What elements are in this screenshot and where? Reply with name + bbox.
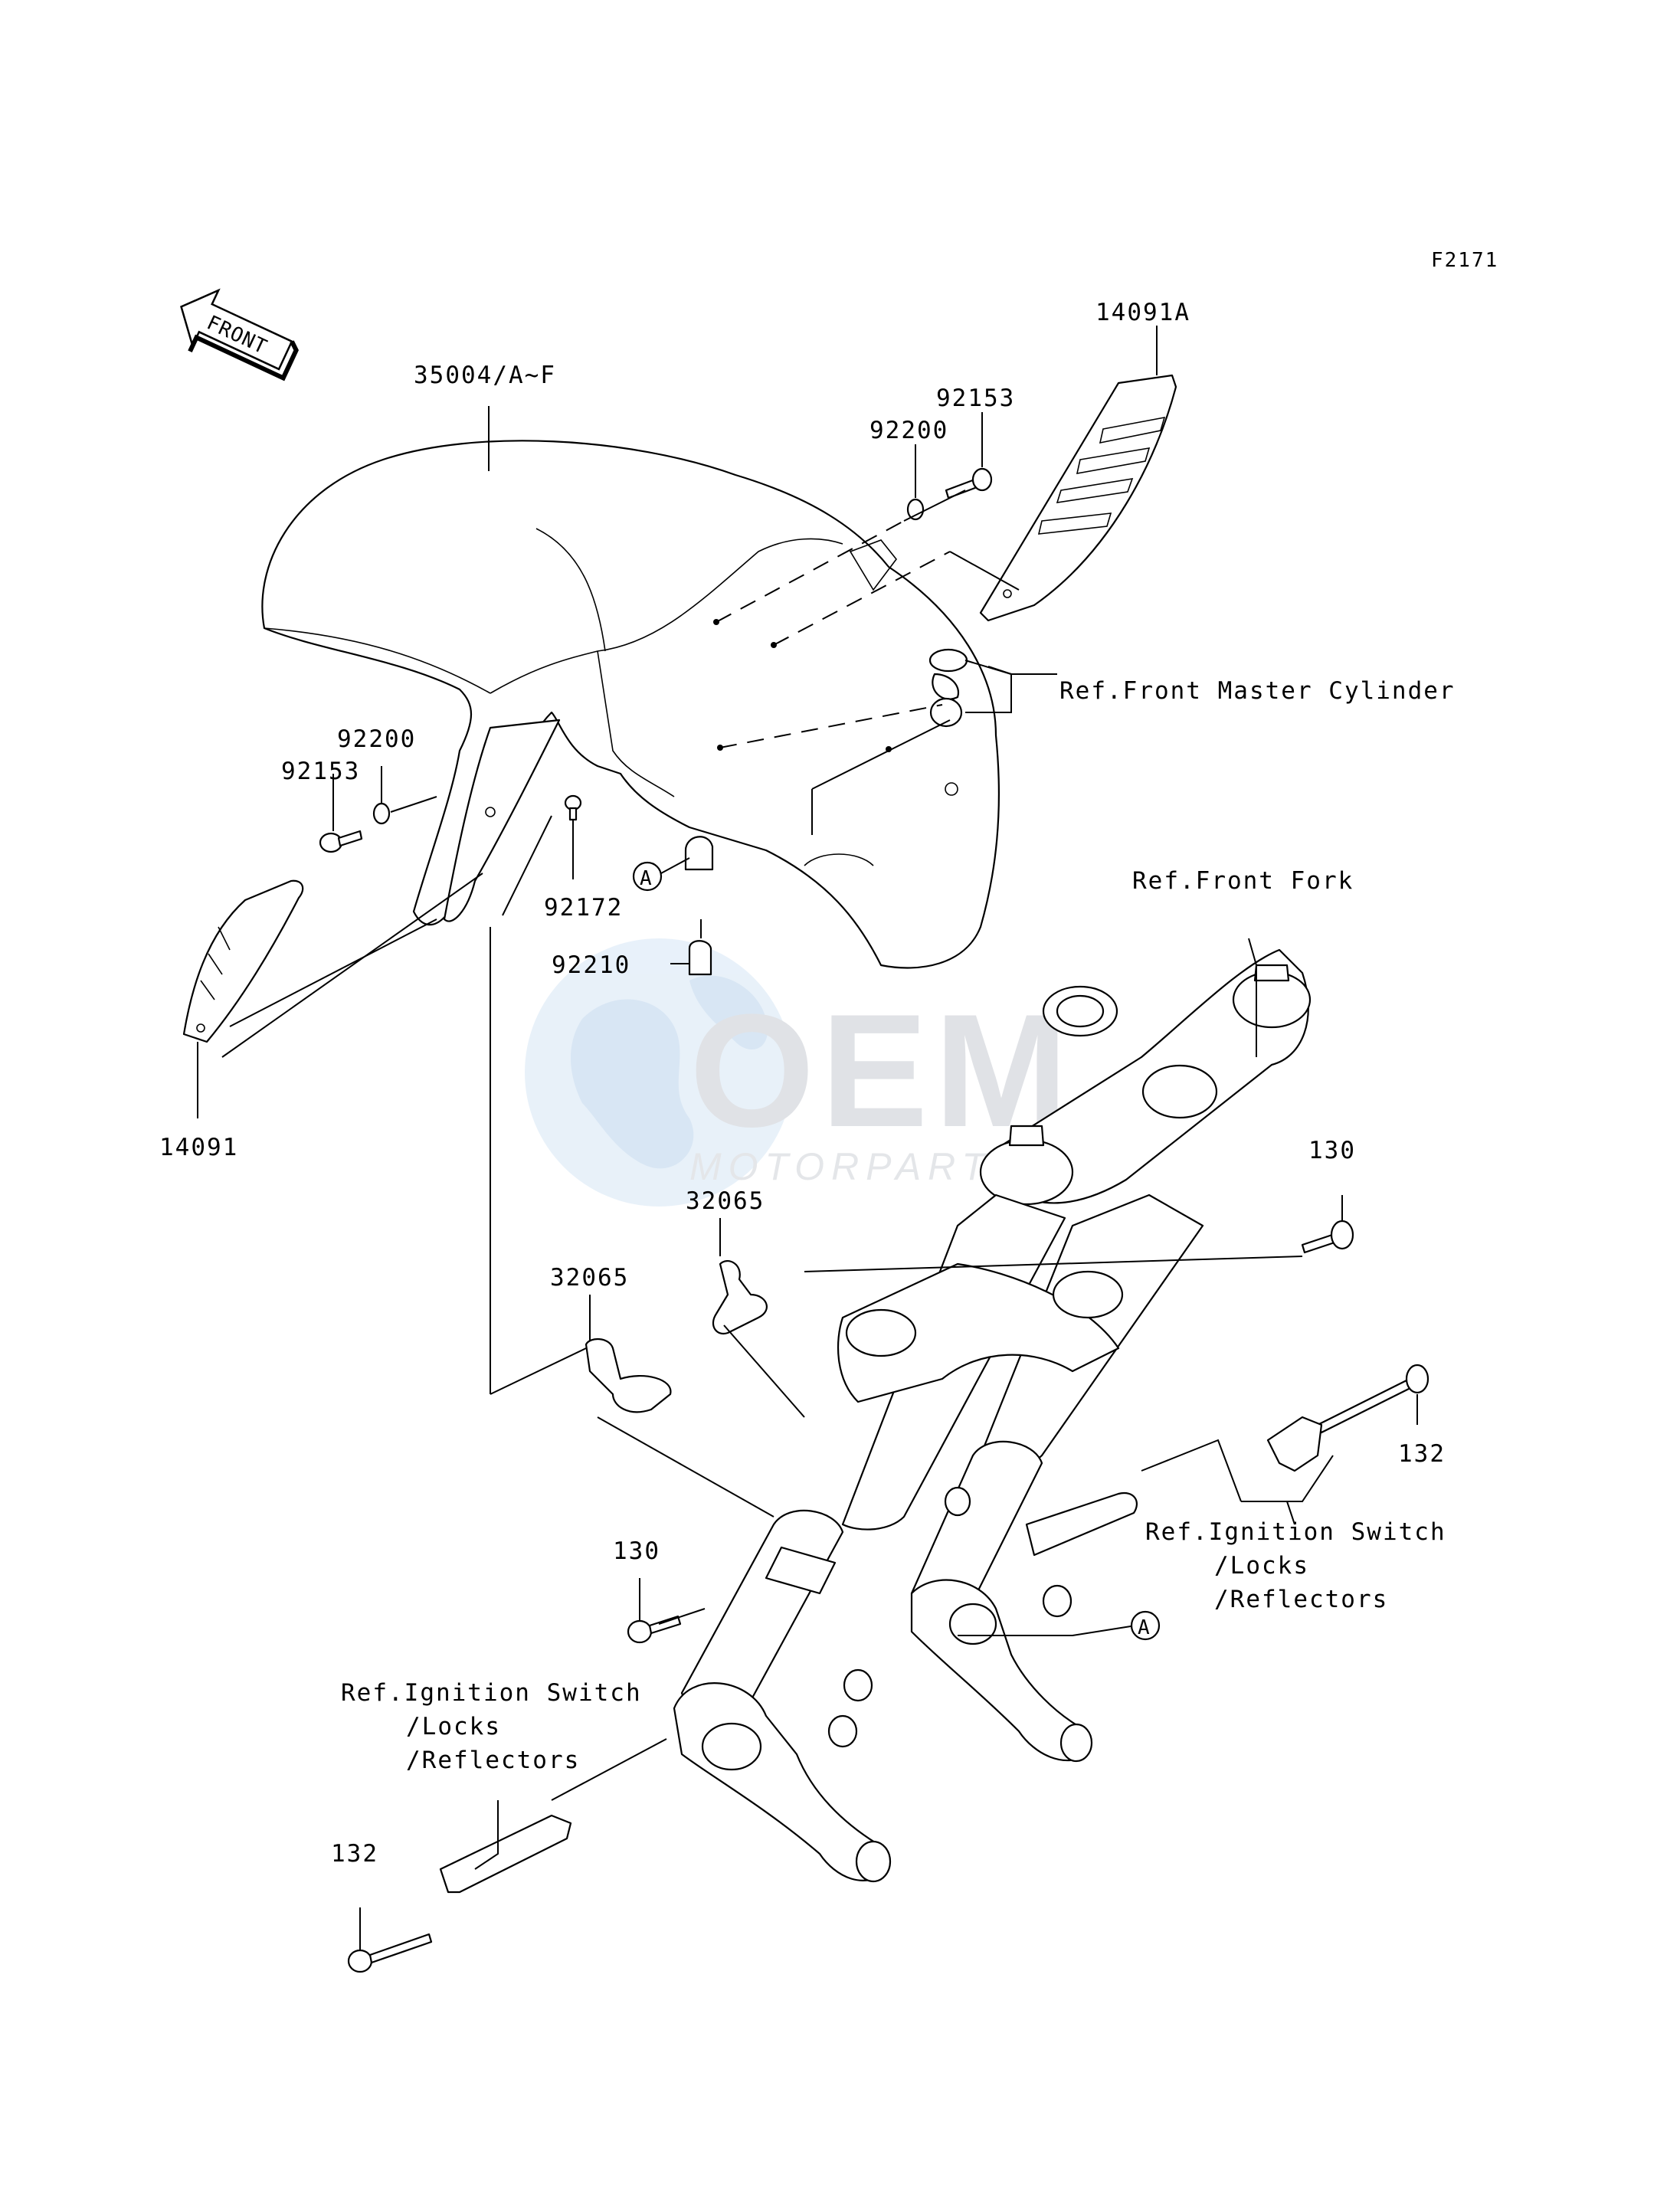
label-35004: 35004/A~F xyxy=(414,362,556,389)
clamp-92210 xyxy=(688,940,712,976)
bolt-130-left xyxy=(627,1615,682,1644)
watermark: OEM MOTORPARTS xyxy=(525,938,1074,1207)
ignition-bracket-right xyxy=(1266,1416,1323,1472)
figure-code: F2171 xyxy=(1431,249,1498,272)
ignition-bracket-left xyxy=(439,1814,572,1894)
label-32065-upper: 32065 xyxy=(686,1187,765,1215)
label-92200-left: 92200 xyxy=(337,725,416,753)
label-92172: 92172 xyxy=(544,894,623,922)
ref-ignition-right-line1: Ref.Ignition Switch xyxy=(1145,1518,1446,1546)
washer-92200-upper xyxy=(906,498,925,521)
ref-ignition-left-line1: Ref.Ignition Switch xyxy=(341,1679,642,1707)
bolt-132-left xyxy=(347,1933,433,1973)
screw-92153-left xyxy=(319,830,363,853)
callout-a-fork: A xyxy=(1130,1610,1161,1641)
washer-92200-left xyxy=(372,802,391,825)
ref-ignition-left-line2: /Locks xyxy=(406,1713,501,1740)
label-92200-upper: 92200 xyxy=(869,417,948,444)
watermark-brand: OEM xyxy=(689,981,1074,1161)
label-92153-left: 92153 xyxy=(281,758,360,785)
ref-ignition-left-line3: /Reflectors xyxy=(406,1747,580,1774)
ref-master-cylinder: Ref.Front Master Cylinder xyxy=(1059,677,1456,705)
hardware xyxy=(319,467,1429,1973)
leader-lines xyxy=(197,326,1418,1950)
labels: F2171 35004/A~F 14091A 92153 92200 92200… xyxy=(159,249,1498,1868)
watermark-tagline: MOTORPARTS xyxy=(689,1145,1024,1188)
svg-text:A: A xyxy=(640,867,653,890)
screw-92153-upper xyxy=(945,467,993,499)
label-130-right: 130 xyxy=(1308,1137,1356,1164)
svg-text:A: A xyxy=(1138,1616,1151,1639)
label-130-left: 130 xyxy=(613,1537,660,1565)
bracket-32065-upper xyxy=(712,1260,768,1335)
bracket-32065-lower xyxy=(585,1338,672,1413)
front-arrow-icon: FRONT xyxy=(180,288,299,381)
fender-mount-arm xyxy=(443,719,561,922)
ref-front-fork: Ref.Front Fork xyxy=(1132,867,1354,895)
ref-ignition-right-line3: /Reflectors xyxy=(1214,1586,1388,1613)
callout-a-fender: A xyxy=(632,857,690,892)
label-132-right: 132 xyxy=(1398,1440,1446,1468)
front-fork xyxy=(673,948,1312,1883)
label-14091A: 14091A xyxy=(1095,299,1190,326)
bolt-92172 xyxy=(564,794,582,821)
fender-cover-right xyxy=(979,374,1177,622)
fender-cover-left xyxy=(182,879,304,1043)
label-32065-lower: 32065 xyxy=(550,1264,629,1292)
bolt-132-right xyxy=(1316,1364,1429,1434)
bolt-130-right xyxy=(1301,1220,1354,1254)
label-132-left: 132 xyxy=(331,1840,378,1868)
label-92210: 92210 xyxy=(552,951,630,979)
front-fender xyxy=(261,440,1000,969)
ref-ignition-right-line2: /Locks xyxy=(1214,1552,1309,1580)
label-14091: 14091 xyxy=(159,1134,238,1161)
label-92153-upper: 92153 xyxy=(936,385,1015,412)
